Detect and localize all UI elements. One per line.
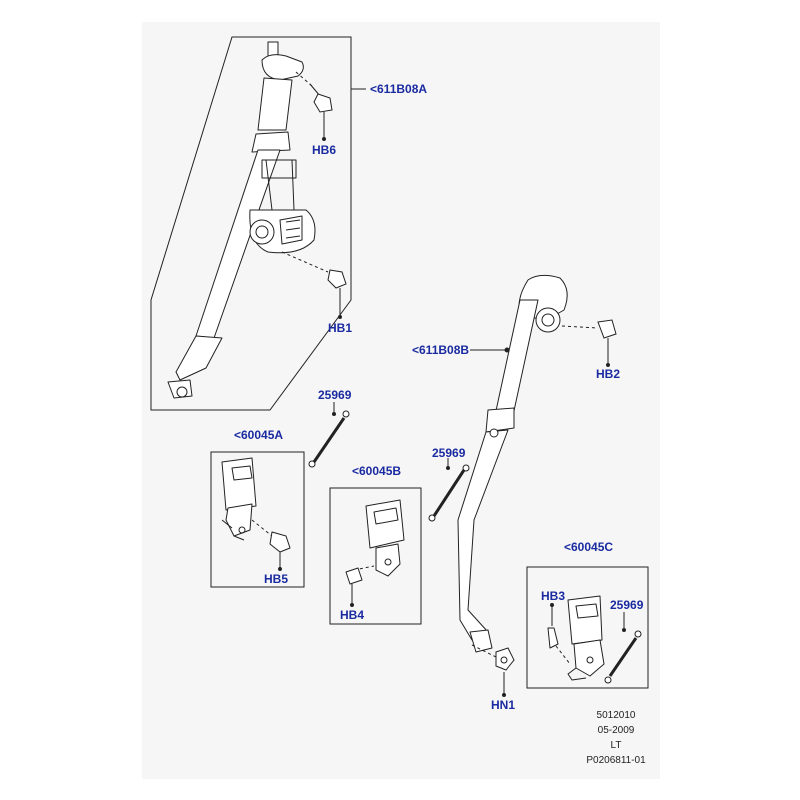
footer-ref: P0206811-01 xyxy=(586,755,646,766)
callout-25969-c[interactable]: 25969 xyxy=(610,598,644,612)
bolt-hb1 xyxy=(281,251,347,319)
group-frame-611b08a xyxy=(150,36,352,411)
callout-60045c[interactable]: <60045C xyxy=(564,540,614,554)
callout-hb5[interactable]: HB5 xyxy=(264,572,289,586)
buckle-60045a xyxy=(221,457,291,571)
group-frame-60045b xyxy=(329,487,422,625)
callout-hb2[interactable]: HB2 xyxy=(596,367,621,381)
footer-code: 5012010 xyxy=(596,710,636,721)
callout-hb4[interactable]: HB4 xyxy=(340,608,365,622)
strap-25969-b xyxy=(428,458,470,522)
group-frame-60045c xyxy=(526,566,649,689)
callout-hb1[interactable]: HB1 xyxy=(328,321,353,335)
callout-25969-a[interactable]: 25969 xyxy=(318,388,352,402)
diagram-sheet xyxy=(142,22,660,779)
callout-611b08a[interactable]: <611B08A xyxy=(370,82,428,96)
bolt-hb6 xyxy=(295,71,333,141)
seat-belt-assembly-b xyxy=(457,274,568,659)
strap-25969-a xyxy=(308,402,350,468)
callout-611b08b[interactable]: <611B08B xyxy=(412,343,470,357)
callout-60045b[interactable]: <60045B xyxy=(352,464,402,478)
footer-region: LT xyxy=(610,740,622,751)
group-frame-60045a xyxy=(210,451,305,588)
callout-hn1[interactable]: HN1 xyxy=(491,698,516,712)
seat-belt-assembly-a xyxy=(167,41,316,399)
callout-hb3[interactable]: HB3 xyxy=(541,589,566,603)
footer-date: 05-2009 xyxy=(597,725,635,736)
callout-60045a[interactable]: <60045A xyxy=(234,428,284,442)
buckle-60045c xyxy=(547,595,642,684)
callout-25969-b[interactable]: 25969 xyxy=(432,446,466,460)
bolt-hb2 xyxy=(561,319,617,367)
nut-hn1 xyxy=(495,647,515,697)
buckle-60045b xyxy=(345,499,405,607)
callout-hb6[interactable]: HB6 xyxy=(312,143,337,157)
